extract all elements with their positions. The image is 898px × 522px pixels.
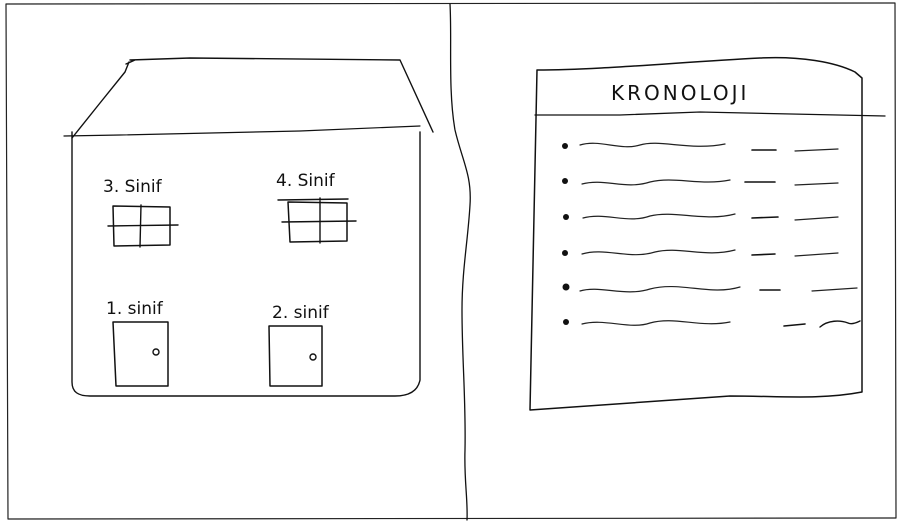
chronology-entries bbox=[562, 143, 860, 327]
room-1-door bbox=[113, 322, 168, 386]
school-building: 3. Sinif 4. Sinif 1. sinif 2. sinif bbox=[64, 58, 433, 396]
chronology-outline bbox=[530, 58, 862, 410]
chronology-title: KRONOLOJI bbox=[611, 81, 749, 105]
room-1-label: 1. sinif bbox=[106, 299, 164, 319]
timeline-entry bbox=[563, 214, 838, 220]
timeline-entry bbox=[562, 178, 838, 185]
room-4-window bbox=[278, 198, 356, 243]
room-3-label: 3. Sinif bbox=[103, 177, 163, 197]
chronology-header-rule bbox=[535, 112, 885, 116]
roof bbox=[72, 58, 433, 138]
room-4-label: 4. Sinif bbox=[276, 171, 336, 191]
timeline-entry bbox=[562, 143, 838, 151]
room-3-window bbox=[108, 205, 178, 247]
timeline-entry bbox=[562, 250, 838, 256]
timeline-entry bbox=[563, 284, 858, 292]
roof-line bbox=[64, 126, 420, 136]
center-divider bbox=[450, 4, 470, 520]
chronology-page: KRONOLOJI bbox=[530, 58, 885, 410]
room-2-label: 2. sinif bbox=[272, 303, 330, 323]
timeline-entry bbox=[563, 319, 860, 327]
room-2-door bbox=[269, 326, 322, 386]
building-wall bbox=[72, 132, 420, 396]
